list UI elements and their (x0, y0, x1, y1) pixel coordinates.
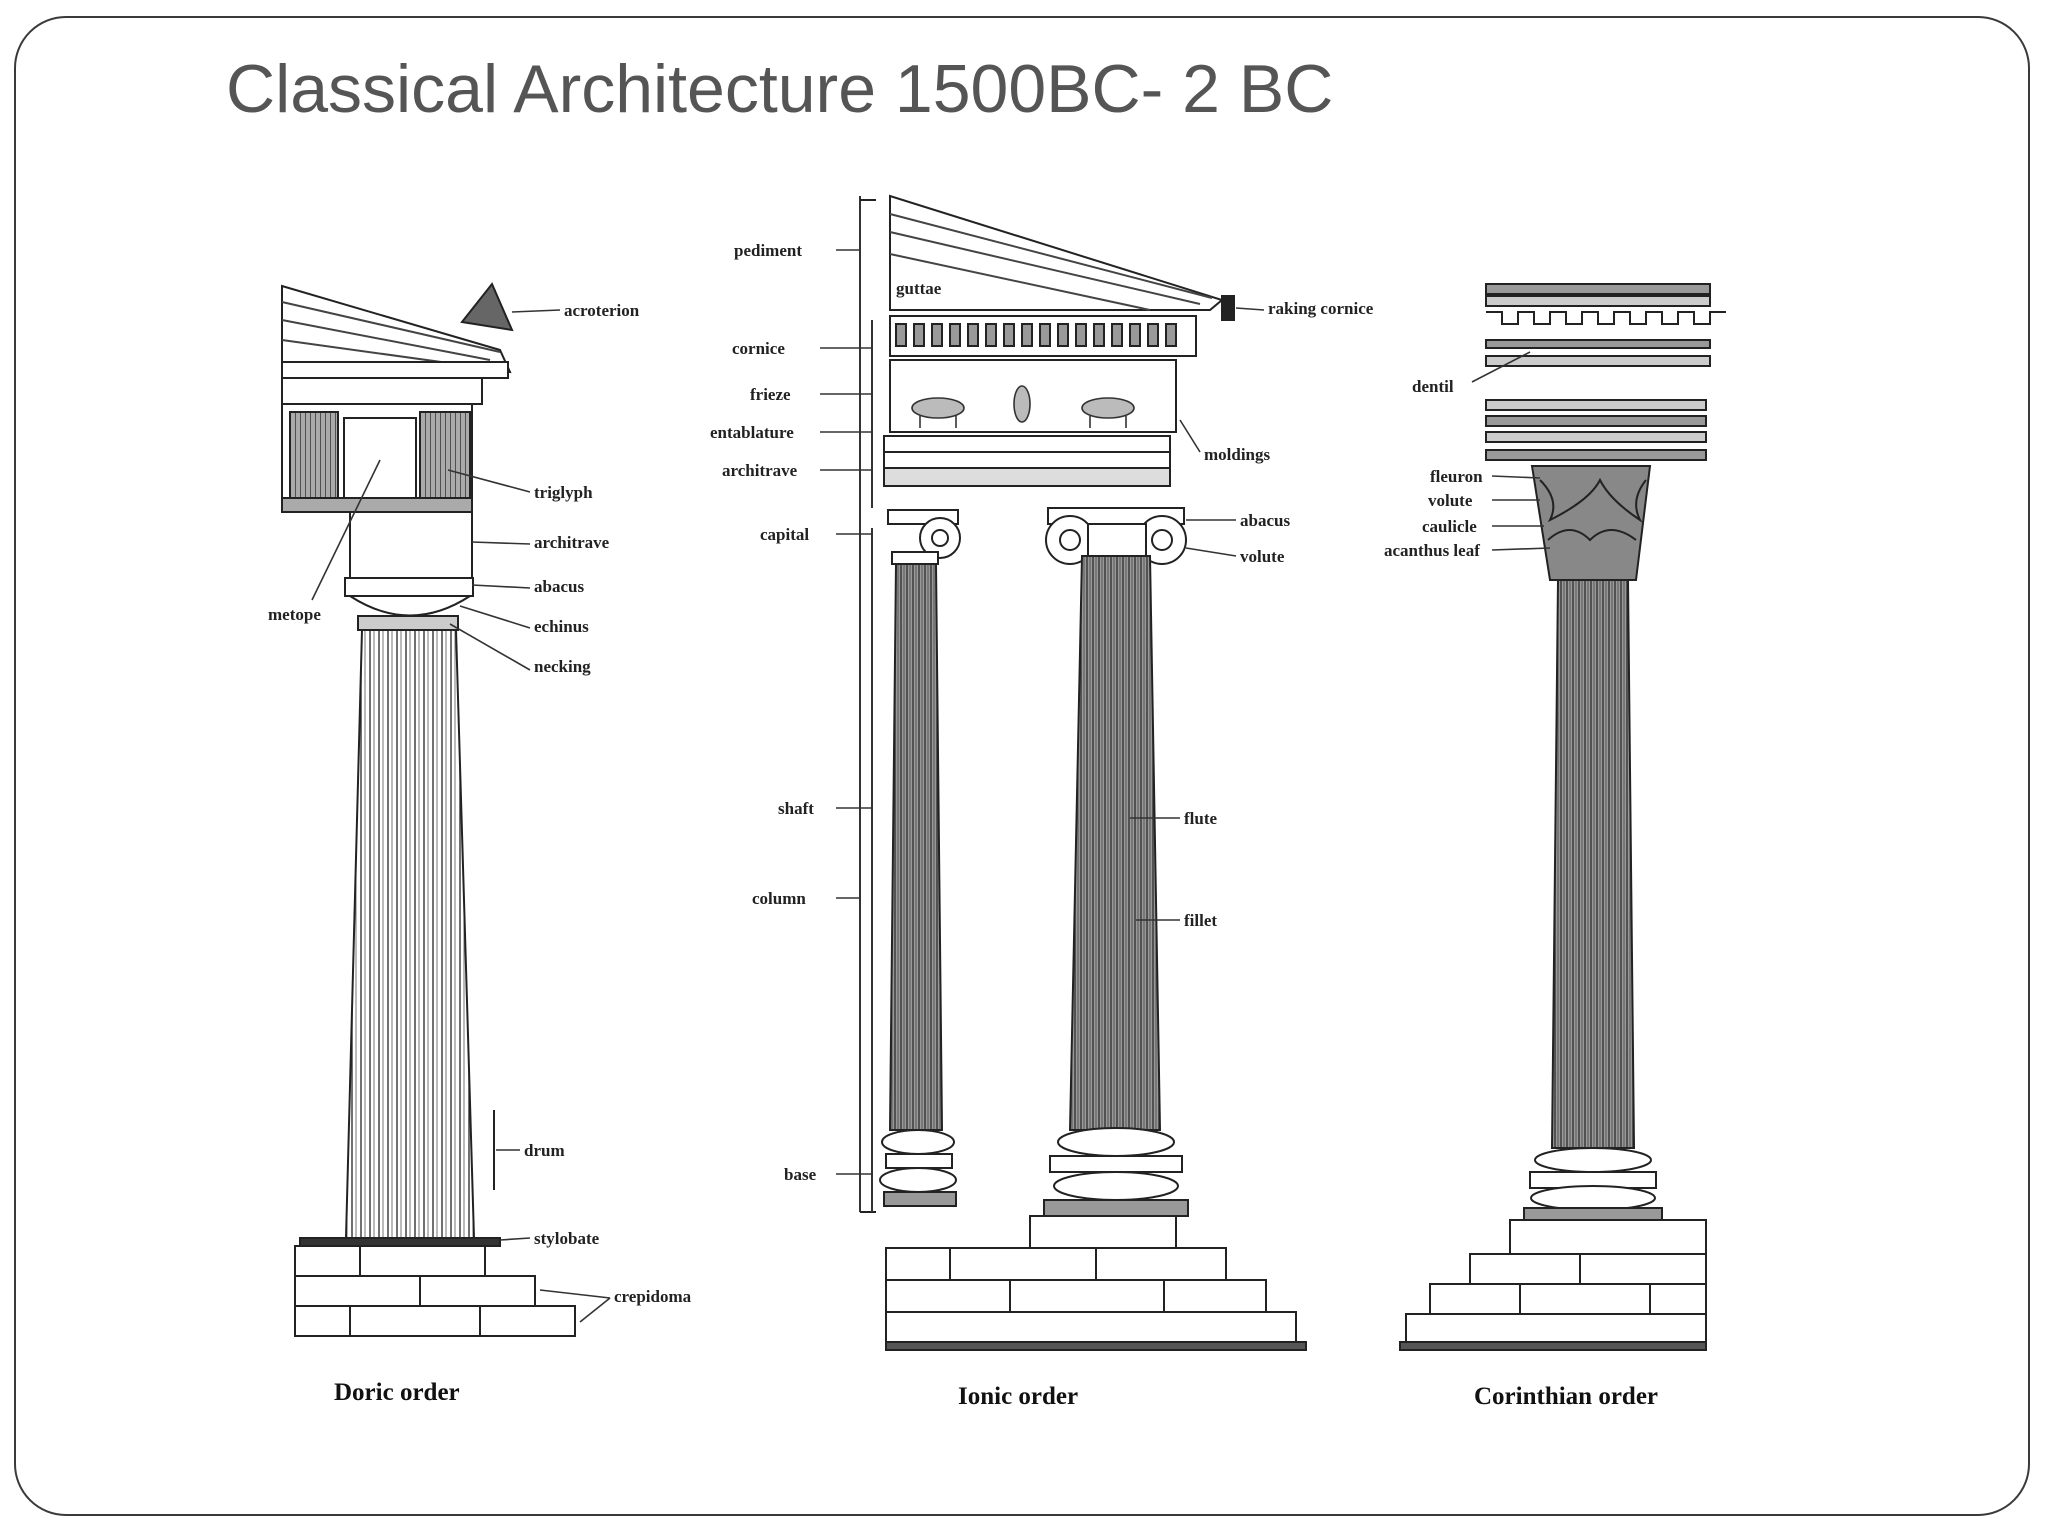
ionic-base (1043, 1199, 1189, 1217)
doric-acroterion (460, 282, 514, 332)
label-acroterion: acroterion (564, 301, 640, 320)
label-guttae: guttae (896, 279, 942, 298)
label-column: column (752, 889, 806, 908)
ionic-shaft (1068, 555, 1162, 1131)
doric-labels: acroterion triglyph architrave abacus ec… (268, 301, 692, 1406)
doric-triglyph-left (289, 411, 339, 499)
doric-caption: Doric order (334, 1379, 460, 1406)
doric-triglyph-right (419, 411, 471, 499)
label-crepidoma: crepidoma (614, 1287, 692, 1306)
label-stylobate: stylobate (534, 1229, 600, 1248)
corinthian-dentils (1486, 311, 1726, 325)
label-pediment: pediment (734, 241, 802, 260)
label-echinus: echinus (534, 617, 589, 636)
label-ionic-architrave: architrave (722, 461, 798, 480)
ionic-labels: pediment guttae raking cornice cornice f… (710, 241, 1374, 1410)
doric-metope (343, 417, 417, 499)
ionic-order (820, 194, 1307, 1351)
label-fleuron: fleuron (1430, 467, 1483, 486)
label-dentil: dentil (1412, 377, 1454, 396)
label-moldings: moldings (1204, 445, 1271, 464)
label-doric-abacus: abacus (534, 577, 584, 596)
label-ionic-volute: volute (1240, 547, 1285, 566)
label-base: base (784, 1165, 817, 1184)
ionic-frieze (889, 359, 1177, 433)
label-frieze: frieze (750, 385, 791, 404)
label-entablature: entablature (710, 423, 794, 442)
frieze-figures (911, 385, 1135, 428)
ionic-dentils (895, 323, 1177, 347)
label-doric-architrave: architrave (534, 533, 610, 552)
corinthian-capital (1530, 465, 1652, 581)
label-drum: drum (524, 1141, 565, 1160)
corinthian-shaft (1550, 579, 1636, 1149)
label-necking: necking (534, 657, 591, 676)
corinthian-labels: dentil fleuron volute caulicle acanthus … (1384, 377, 1658, 1410)
doric-necking (357, 615, 459, 631)
label-acanthus-leaf: acanthus leaf (1384, 541, 1480, 560)
ionic-caption: Ionic order (958, 1383, 1078, 1410)
label-metope: metope (268, 605, 321, 624)
slide-title: Classical Architecture 1500BC- 2 BC (226, 51, 1334, 127)
ionic-pediment (889, 194, 1225, 311)
label-capital: capital (760, 525, 809, 544)
raking-cornice-block (1221, 295, 1235, 321)
label-shaft: shaft (778, 799, 814, 818)
label-raking-cornice: raking cornice (1268, 299, 1374, 318)
ionic-architrave (883, 467, 1171, 487)
label-ionic-abacus: abacus (1240, 511, 1290, 530)
label-corinthian-volute: volute (1428, 491, 1473, 510)
corinthian-order (1399, 283, 1726, 1351)
corinthian-caption: Corinthian order (1474, 1383, 1658, 1410)
doric-order (281, 282, 611, 1337)
doric-echinus (346, 595, 474, 617)
label-caulicle: caulicle (1422, 517, 1477, 536)
label-flute: flute (1184, 809, 1218, 828)
ionic-left-shaft (888, 563, 944, 1131)
label-triglyph: triglyph (534, 483, 593, 502)
label-fillet: fillet (1184, 911, 1217, 930)
label-cornice: cornice (732, 339, 785, 358)
doric-architrave (349, 511, 473, 579)
doric-abacus (344, 577, 474, 597)
doric-shaft (344, 629, 476, 1239)
